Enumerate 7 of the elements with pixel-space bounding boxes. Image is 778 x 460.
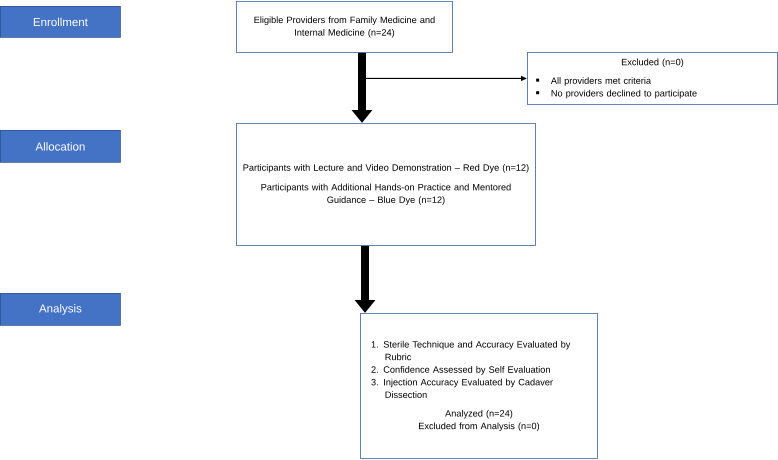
stage-label: Enrollment [0, 6, 121, 38]
flow-box: Excluded (n=0) All providers met criteria No providers declined to participate [527, 52, 778, 105]
stage-label: Analysis [0, 293, 121, 326]
flow-box: 1. Sterile Technique and Accuracy Evaluated by Rubric 2. Confidence Assessed by Self Evaluation 3. Injection Accuracy Evaluated by Cadaver Dissection Analyzed (n=24) Excluded from Analysis (n=0) [360, 313, 598, 459]
flow-box: Participants with Lecture and Video Demonstration – Red Dye (n=12) Participants with Additional Hands-on Practice and Mentored Guidance – Blue Dye (n=12) [236, 123, 536, 246]
stage-label: Allocation [0, 130, 121, 163]
flow-box: Eligible Providers from Family Medicine and Internal Medicine (n=24) [236, 1, 453, 53]
